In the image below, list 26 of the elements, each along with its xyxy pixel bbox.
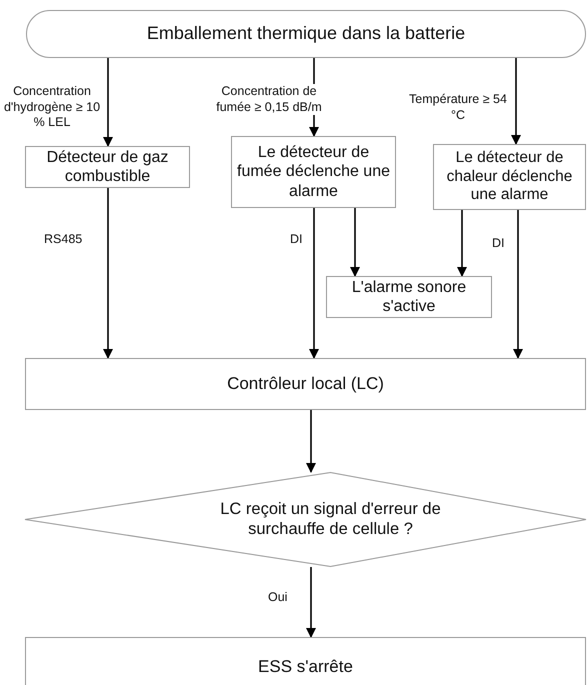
process-box [231,136,396,208]
edge-label: Concentration de fumée ≥ 0,15 dB/m [214,84,324,116]
process-box [433,144,586,210]
node-text: ESS s'arrête [258,656,353,678]
arrow [309,208,319,359]
node-text: Détecteur de gaz combustible [46,148,170,186]
arrow [513,210,523,359]
arrow [457,210,467,277]
arrow [103,58,113,147]
arrow [103,188,113,359]
process-box [326,276,492,318]
node-text: L'alarme sonore s'active [350,278,468,316]
arrow [306,410,316,473]
node-text: LC reçoit un signal d'erreur de surchauffe de cellule ? [219,500,442,540]
process-box [25,637,586,685]
node-text: Le détecteur de fumée déclenche une alarme [236,143,391,201]
node-text: Contrôleur local (LC) [227,374,384,394]
process-box [25,358,586,410]
start-terminal [26,10,586,58]
decision-diamond [25,472,586,567]
arrow [511,58,521,145]
node-text: Emballement thermique dans la batterie [146,23,466,45]
node-text: Le détecteur de chaleur déclenche une alarme [446,149,574,205]
arrow [350,208,360,277]
process-box [25,146,190,188]
arrow [306,567,316,638]
